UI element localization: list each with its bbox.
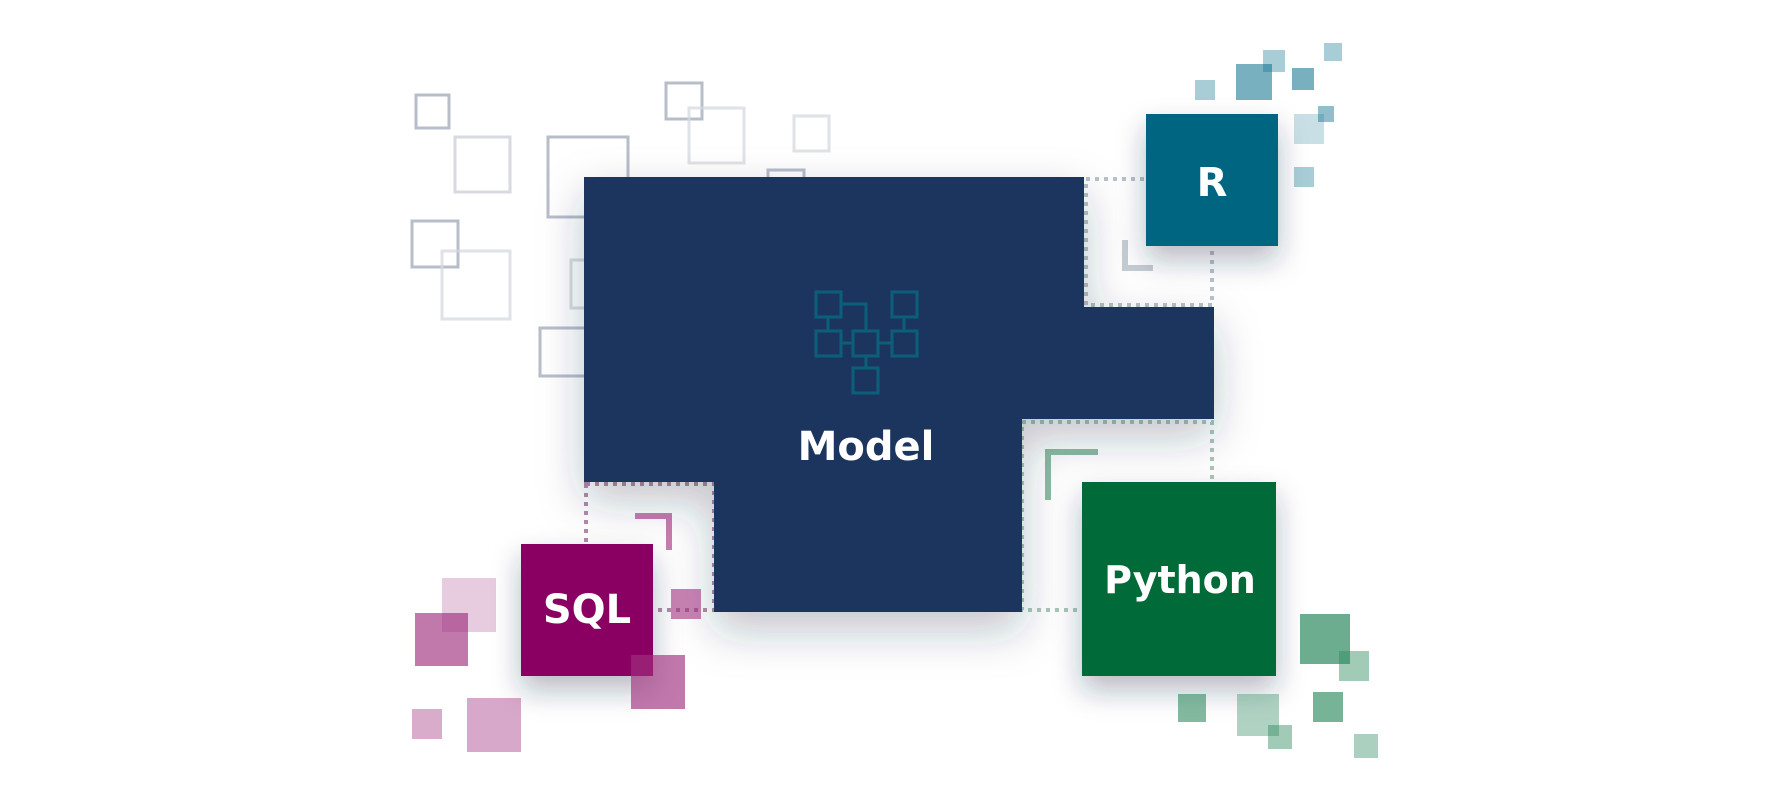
outline-square xyxy=(440,249,512,321)
outline-square xyxy=(453,135,512,194)
model-label: Model xyxy=(798,424,935,470)
python-corner-bracket xyxy=(1045,449,1098,500)
python-decorative-squares xyxy=(1178,614,1378,758)
network-icon xyxy=(814,290,919,395)
model-shape xyxy=(584,177,1214,612)
r-node xyxy=(1146,114,1278,246)
outline-square xyxy=(410,219,460,269)
model-block xyxy=(584,177,1214,612)
r-decorative-squares xyxy=(1195,43,1342,187)
r-node-label: R xyxy=(1197,160,1228,206)
python-node xyxy=(1082,482,1276,676)
r-corner-bracket xyxy=(1122,240,1153,271)
sql-node-label: SQL xyxy=(543,587,631,633)
outline-square xyxy=(414,93,451,130)
sql-corner-bracket xyxy=(635,513,672,550)
outline-square xyxy=(664,81,704,121)
outline-square xyxy=(538,326,590,378)
corner-brackets xyxy=(635,240,1153,550)
outline-square xyxy=(792,114,831,153)
python-node-label: Python xyxy=(1104,558,1256,602)
sql-node xyxy=(521,544,653,676)
outline-square xyxy=(687,106,746,165)
sql-decorative-squares xyxy=(412,578,701,752)
